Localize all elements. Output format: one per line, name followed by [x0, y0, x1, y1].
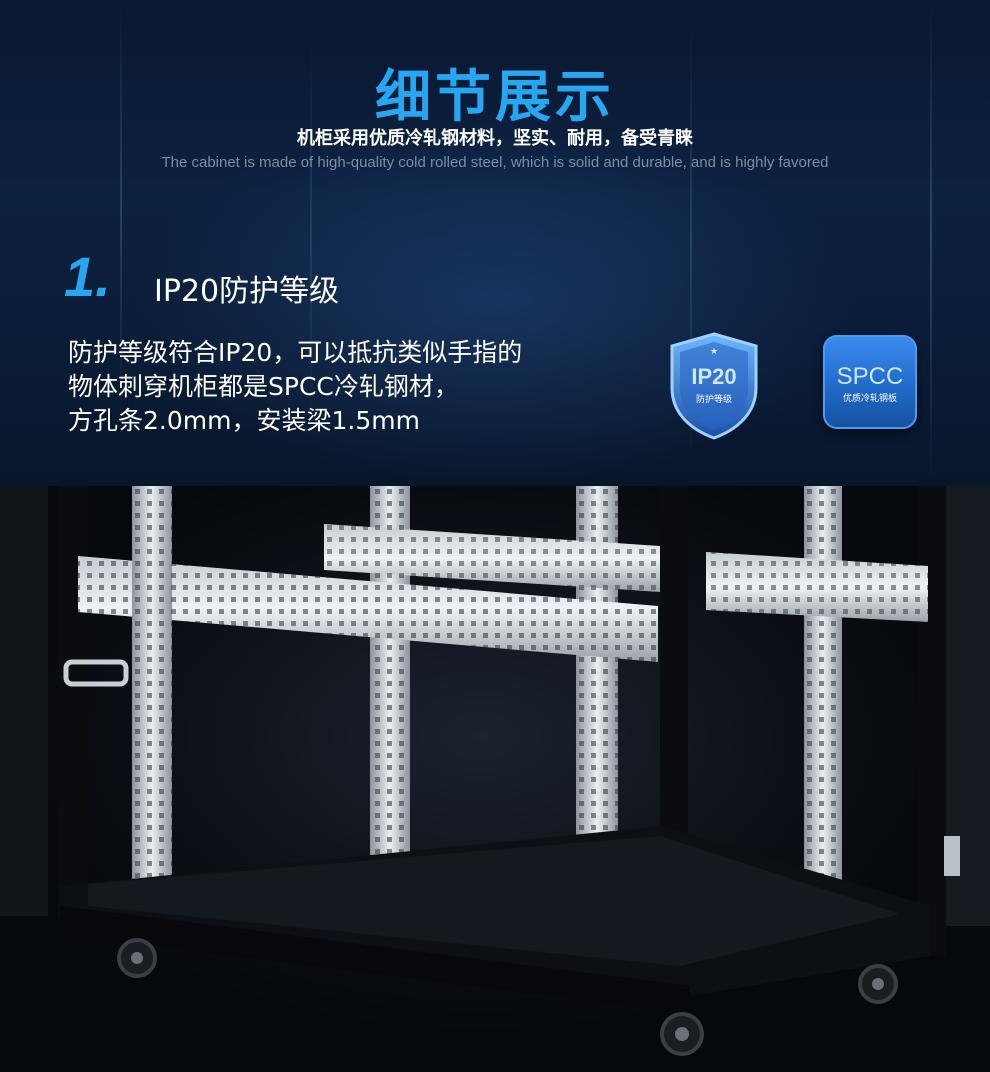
subtitle-chinese: 机柜采用优质冷轧钢材料，坚实、耐用，备受青睐 — [297, 128, 693, 149]
section-number: 1. — [64, 245, 111, 308]
cabinet-interior-photo — [0, 486, 990, 1072]
svg-text:★: ★ — [710, 347, 718, 357]
description-line: 物体刺穿机柜都是SPCC冷轧钢材， — [68, 372, 459, 401]
page-title: 细节展示 — [375, 65, 615, 130]
subtitle-english: The cabinet is made of high-quality cold… — [161, 154, 829, 171]
spcc-badge-sub: 优质冷轧钢板 — [842, 394, 897, 404]
ip20-badge-sub: 防护等级 — [695, 395, 732, 405]
description-line: 方孔条2.0mm，安装梁1.5mm — [68, 406, 420, 435]
spcc-badge: SPCC 优质冷轧钢板 — [823, 335, 917, 429]
ip20-badge-main: IP20 — [691, 364, 737, 389]
description-line: 防护等级符合IP20，可以抵抗类似手指的 — [68, 338, 523, 367]
section-description: 防护等级符合IP20，可以抵抗类似手指的 物体刺穿机柜都是SPCC冷轧钢材， 方… — [68, 336, 628, 438]
hero-banner: 细节展示 机柜采用优质冷轧钢材料，坚实、耐用，备受青睐 The cabinet … — [0, 0, 990, 490]
section-title: IP20防护等级 — [154, 274, 340, 309]
shield-icon: ★ — [670, 332, 758, 440]
ip20-badge: ★ IP20 防护等级 — [664, 330, 764, 442]
spcc-badge-main: SPCC — [836, 363, 904, 390]
